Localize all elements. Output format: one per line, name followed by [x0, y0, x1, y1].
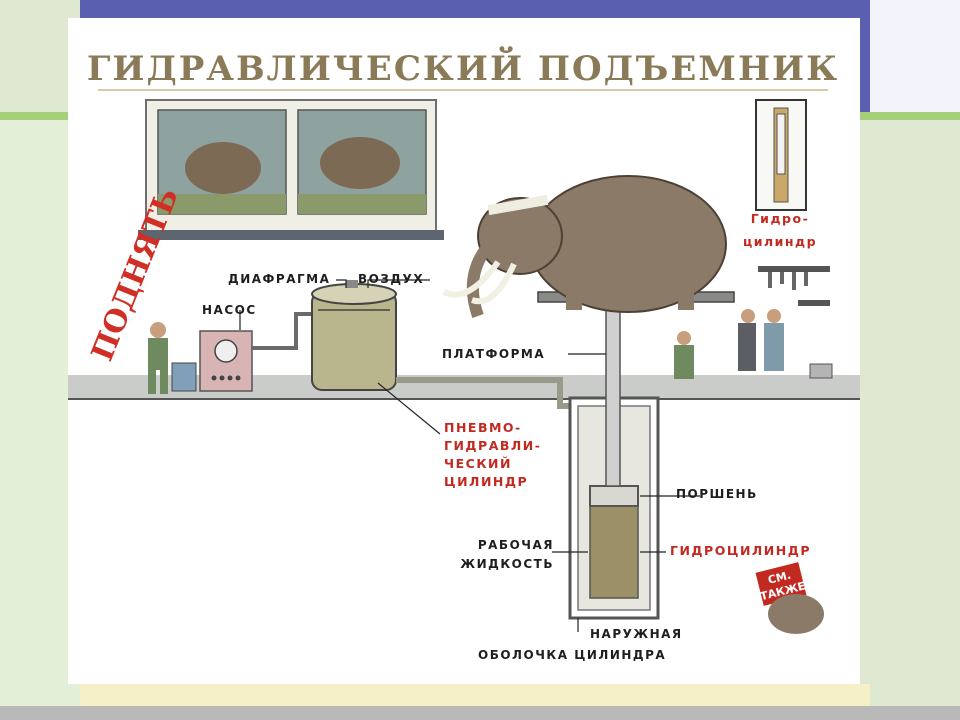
pump — [171, 312, 311, 392]
label-pump: НАСОС — [202, 303, 257, 317]
label-diaphragm: ДИАФРАГМА — [228, 272, 330, 286]
inset-label-1: Гидро- — [751, 211, 810, 226]
badge-line-1: СМ. — [767, 569, 793, 587]
piston — [589, 485, 639, 507]
mammoth — [442, 175, 727, 318]
workers-right — [674, 309, 833, 379]
piston-rod — [605, 307, 621, 487]
slide-footer-band — [80, 684, 870, 706]
label-outer-shell-1: НАРУЖНАЯ — [590, 627, 683, 641]
label-outer-shell-2: ОБОЛОЧКА ЦИЛИНДРА — [478, 648, 666, 662]
label-working-fluid-2: ЖИДКОСТЬ — [460, 557, 554, 571]
tool-rack — [758, 266, 830, 306]
label-working-fluid-1: РАБОЧАЯ — [478, 538, 554, 552]
label-piston: ПОРШЕНЬ — [676, 487, 758, 501]
hydraulic-cylinder — [568, 307, 660, 620]
diagram-frame: ГИДРАВЛИЧЕСКИЙ ПОДЪЕМНИК ПОДНЯТЬ — [68, 18, 860, 684]
label-pneumo-1: ПНЕВМО- — [444, 420, 522, 435]
worker-at-pump — [148, 322, 168, 394]
inset-hydrocylinder — [755, 99, 807, 211]
label-pneumo-2: ГИДРАВЛИ- — [444, 438, 541, 453]
slide-bottom-bar — [0, 706, 960, 720]
leader-lines — [239, 279, 700, 632]
label-pneumo-4: ЦИЛИНДР — [444, 474, 528, 489]
label-air: ВОЗДУХ — [358, 272, 424, 286]
label-hydrocylinder: ГИДРОЦИЛИНДР — [670, 543, 811, 558]
pneumohydraulic-cylinder — [311, 280, 397, 391]
window-illustration — [138, 99, 444, 240]
slide-header-right — [870, 0, 960, 112]
slide-left-band — [0, 120, 80, 710]
label-platform: ПЛАТФОРМА — [442, 347, 545, 361]
inset-label-2: цилиндр — [743, 234, 817, 249]
see-also-badge — [753, 559, 824, 634]
label-pneumo-3: ЧЕСКИЙ — [444, 456, 512, 471]
lift-label: ПОДНЯТЬ — [85, 183, 186, 366]
hydraulic-lift-diagram: ГИДРАВЛИЧЕСКИЙ ПОДЪЕМНИК ПОДНЯТЬ — [68, 46, 860, 662]
diagram-title: ГИДРАВЛИЧЕСКИЙ ПОДЪЕМНИК — [87, 46, 839, 89]
